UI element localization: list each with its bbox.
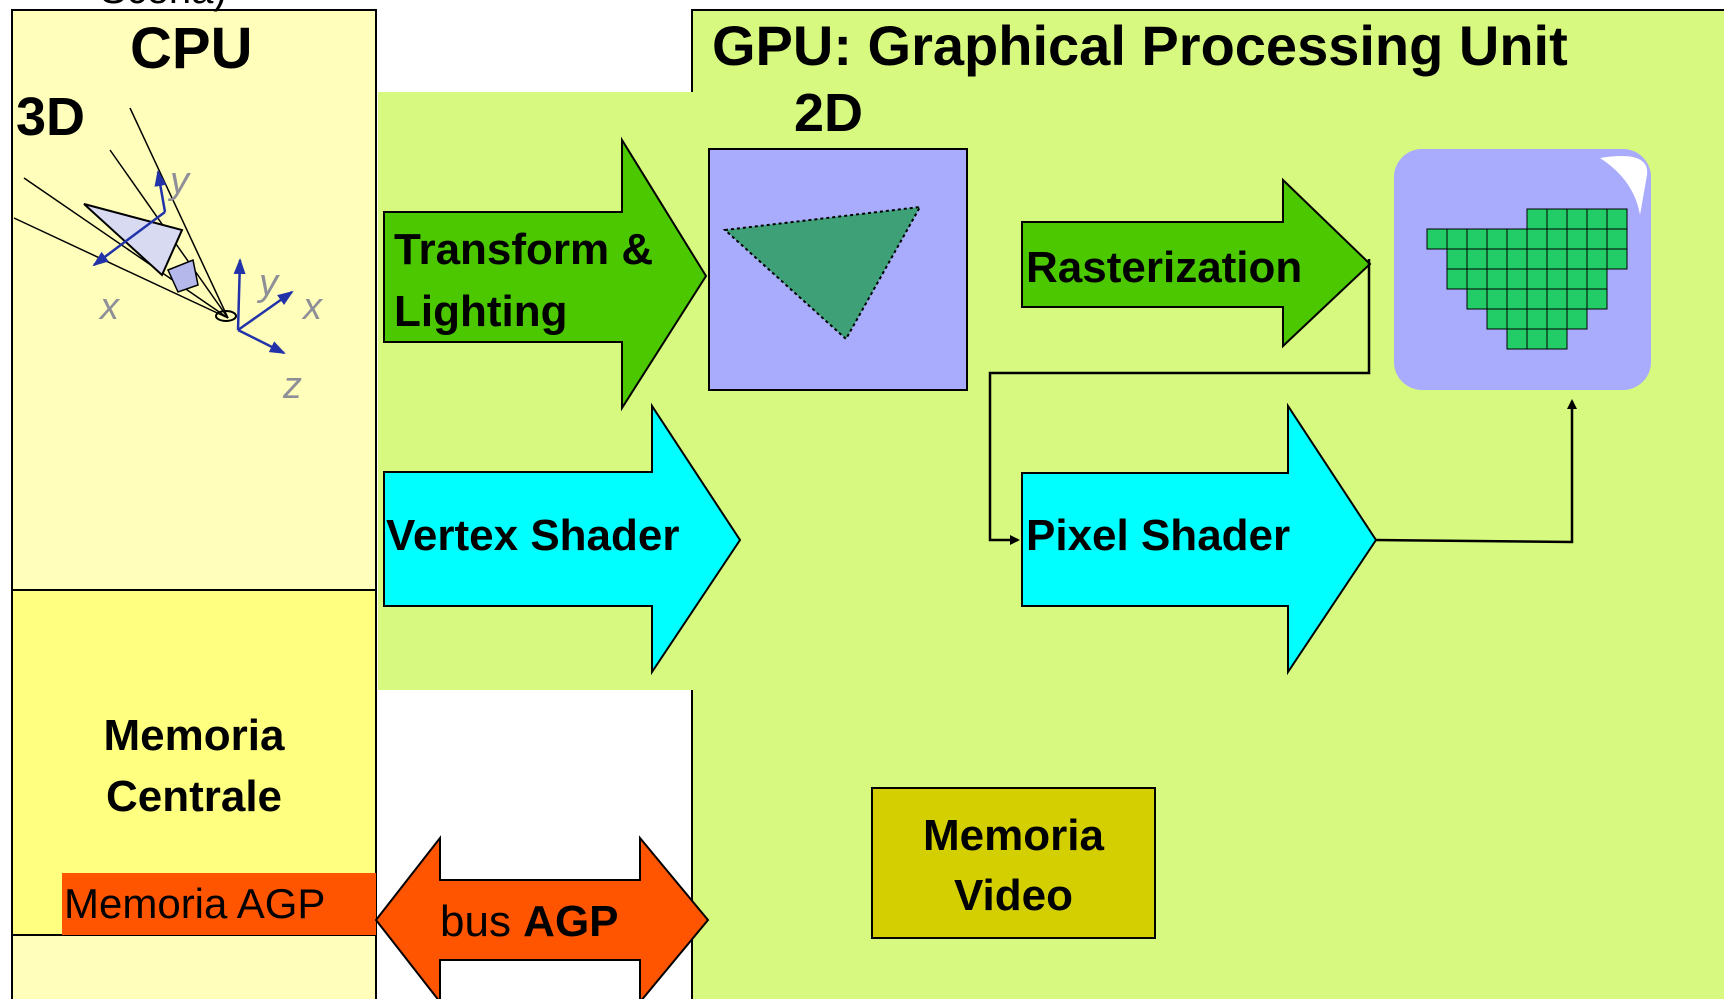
pixel-shader-arrow <box>1021 402 1378 676</box>
cpu-title: CPU <box>130 16 253 81</box>
raster-pixel <box>1486 228 1508 250</box>
raster-pixel <box>1566 208 1588 230</box>
axis-label-z-camera: z <box>283 365 302 407</box>
label-2d: 2D <box>794 83 864 143</box>
transform-lighting-label-line2: Lighting <box>394 287 568 336</box>
agp-bus-arrow <box>374 835 710 999</box>
axis-label-y-object: y <box>170 160 189 202</box>
raster-pixel <box>1526 268 1548 290</box>
raster-pixel <box>1566 288 1588 310</box>
video-memory-label-line1: Memoria <box>923 811 1104 860</box>
raster-pixel <box>1566 228 1588 250</box>
pixel-grid <box>1426 208 1628 350</box>
raster-pixel <box>1506 268 1528 290</box>
agp-bus-label: bus AGP <box>440 898 619 946</box>
raster-pixel <box>1426 228 1448 250</box>
raster-pixel <box>1586 228 1608 250</box>
raster-pixel <box>1566 308 1588 330</box>
agp-bus-label-bold: AGP <box>523 897 619 946</box>
pixel-shader-label: Pixel Shader <box>1026 511 1291 560</box>
raster-pixel <box>1486 248 1508 270</box>
raster-pixel <box>1566 268 1588 290</box>
axis-label-x-object: x <box>100 286 119 328</box>
central-memory-label-line2: Centrale <box>105 772 283 821</box>
gpu-title: GPU: Graphical Processing Unit <box>712 14 1568 77</box>
agp-bus-label-prefix: bus <box>440 897 524 946</box>
cut-off-top-text: Scena) <box>100 0 227 12</box>
axis-label-y-camera: y <box>259 262 278 304</box>
raster-pixel <box>1486 268 1508 290</box>
central-memory-label-line1: Memoria <box>103 711 285 760</box>
raster-pixel <box>1606 208 1628 230</box>
agp-memory-block <box>62 873 376 935</box>
raster-pixel <box>1606 228 1628 250</box>
raster-pixel <box>1506 288 1528 310</box>
raster-pixel <box>1526 248 1548 270</box>
camera-eye-icon <box>215 310 237 322</box>
raster-pixel <box>1506 228 1528 250</box>
raster-pixel <box>1546 268 1568 290</box>
raster-pixel <box>1526 308 1548 330</box>
raster-pixel <box>1506 328 1528 350</box>
raster-pixel <box>1466 268 1488 290</box>
raster-pixel <box>1446 268 1468 290</box>
transform-lighting-label-line1: Transform & <box>394 225 654 274</box>
raster-pixel <box>1586 288 1608 310</box>
raster-pixel <box>1606 248 1628 270</box>
vertex-shader-arrow <box>383 402 742 676</box>
raster-pixel <box>1486 288 1508 310</box>
3d-object-triangle <box>83 203 184 277</box>
rasterization-to-pixel-shader-connector <box>988 259 1371 545</box>
primitive-triangle <box>722 205 922 341</box>
raster-pixel <box>1446 228 1468 250</box>
raster-output-highlight <box>1600 156 1648 215</box>
raster-pixel <box>1526 228 1548 250</box>
raster-pixel <box>1546 228 1568 250</box>
raster-pixel <box>1466 248 1488 270</box>
raster-pixel <box>1546 288 1568 310</box>
raster-pixel <box>1566 248 1588 270</box>
label-3d: 3D <box>16 87 86 147</box>
raster-pixel <box>1586 268 1608 290</box>
raster-pixel <box>1546 308 1568 330</box>
raster-pixel <box>1526 288 1548 310</box>
raster-pixel <box>1466 288 1488 310</box>
rasterization-arrow <box>1021 177 1372 349</box>
raster-pixel <box>1486 308 1508 330</box>
3d-object-small <box>166 258 199 293</box>
raster-pixel <box>1506 248 1528 270</box>
video-memory-label-line2: Video <box>953 871 1073 920</box>
transform-lighting-arrow <box>383 136 708 412</box>
raster-pixel <box>1506 308 1528 330</box>
raster-pixel <box>1546 208 1568 230</box>
pixel-shader-to-output-connector <box>1375 399 1577 544</box>
vertex-shader-label: Vertex Shader <box>386 511 680 560</box>
raster-pixel <box>1526 328 1548 350</box>
raster-pixel <box>1546 328 1568 350</box>
raster-pixel <box>1546 248 1568 270</box>
camera-axes <box>233 258 294 355</box>
agp-memory-label: Memoria AGP <box>64 880 326 927</box>
video-memory-block <box>871 787 1156 939</box>
rasterization-label: Rasterization <box>1026 243 1303 292</box>
object-axes <box>92 170 167 267</box>
raster-pixel <box>1446 248 1468 270</box>
axis-label-x-camera: x <box>303 286 322 328</box>
raster-pixel <box>1466 228 1488 250</box>
raster-pixel <box>1586 208 1608 230</box>
raster-pixel <box>1526 208 1548 230</box>
raster-pixel <box>1586 248 1608 270</box>
